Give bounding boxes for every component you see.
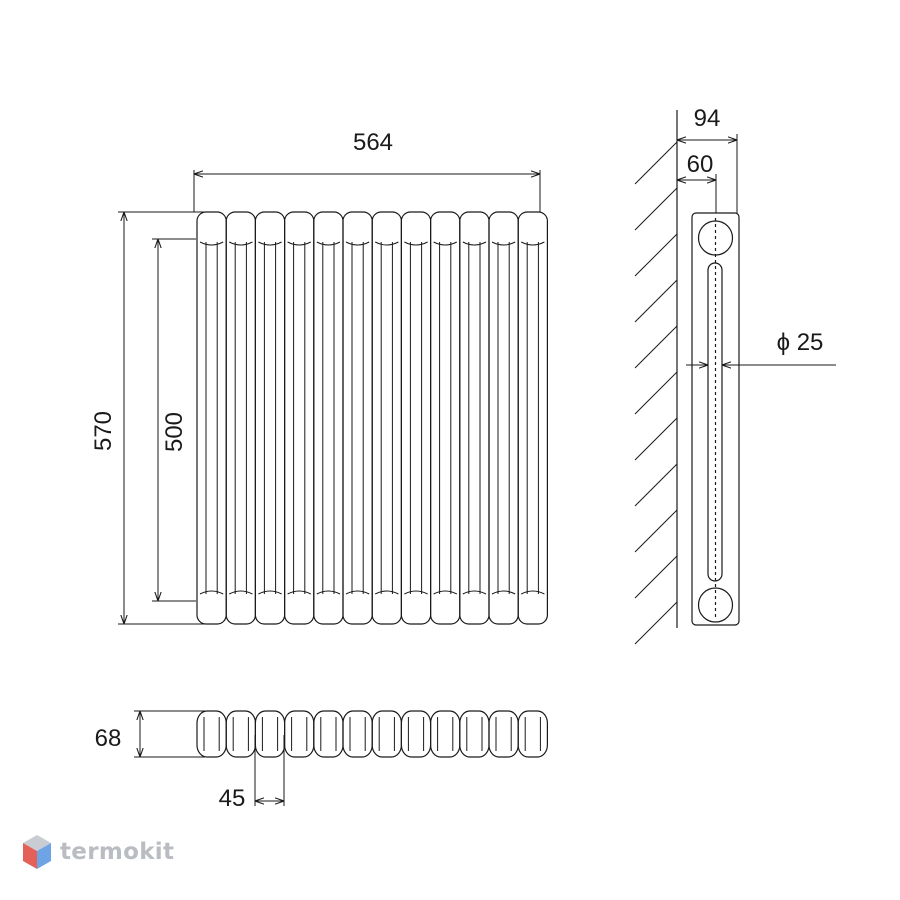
top-section-column [342, 710, 373, 758]
top-section-column [371, 710, 403, 758]
wall [634, 110, 678, 645]
dimension-width-label: 564 [353, 129, 393, 156]
dimension-wall-distance-label: 60 [687, 151, 714, 178]
dimension-width: 564 [193, 129, 541, 212]
front-section-column [517, 211, 549, 625]
dimension-wall-distance: 60 [677, 151, 717, 213]
cube-logo-icon [23, 835, 51, 869]
dimension-depth-label: 68 [95, 725, 122, 752]
top-section-column [313, 710, 344, 758]
side-section [691, 212, 740, 626]
dimension-height: 570 [90, 211, 210, 625]
front-view: 564 570 500 [90, 129, 549, 625]
top-section-column [400, 710, 432, 758]
top-sections [196, 710, 549, 758]
dimension-connection: ϕ 25 [686, 329, 836, 365]
dimension-overall-depth-label: 94 [694, 105, 721, 132]
top-section-column [284, 710, 315, 758]
top-section-column [517, 710, 549, 758]
dimension-axis-distance: 500 [152, 238, 196, 602]
dimension-connection-label: ϕ 25 [777, 329, 824, 356]
front-section-column [488, 211, 519, 625]
logo-text: termokit [60, 839, 175, 865]
front-section-column [225, 211, 256, 625]
termokit-logo: termokit [22, 834, 174, 870]
dimension-section-pitch: 45 [219, 735, 285, 812]
front-section-column [459, 211, 490, 625]
front-section-column [254, 211, 286, 625]
side-view: 94 60 ϕ 25 [634, 105, 836, 645]
front-section-column [430, 211, 461, 625]
dimension-depth: 68 [95, 710, 205, 758]
front-section-column [196, 211, 227, 625]
front-sections [196, 211, 549, 625]
dimension-section-pitch-label: 45 [219, 785, 246, 812]
dimension-axis-distance-label: 500 [161, 412, 188, 452]
top-section-column [254, 710, 286, 758]
top-section-column [196, 710, 227, 758]
top-section-column [430, 710, 461, 758]
front-section-column [313, 211, 344, 625]
front-section-column [400, 211, 432, 625]
top-section-column [225, 710, 256, 758]
front-section-column [342, 211, 373, 625]
top-section-column [459, 710, 490, 758]
top-section-column [488, 710, 519, 758]
front-section-column [371, 211, 403, 625]
top-view: 68 45 [95, 710, 549, 812]
dimension-overall-depth: 94 [677, 105, 738, 213]
front-section-column [284, 211, 315, 625]
dimension-height-label: 570 [90, 411, 117, 451]
